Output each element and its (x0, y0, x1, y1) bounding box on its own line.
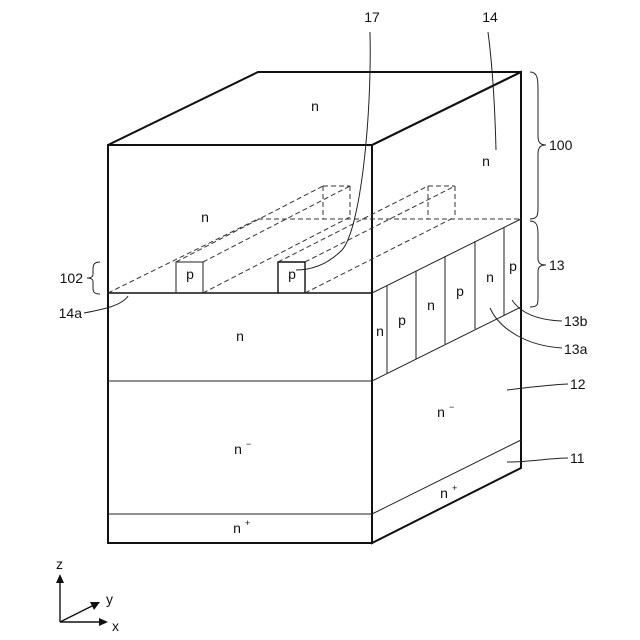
column-p-1: p (398, 312, 406, 328)
column-stripes (387, 227, 504, 374)
leader-14 (488, 32, 496, 150)
region-right-upper-n: n (482, 153, 490, 169)
axis-x-label: x (112, 618, 119, 634)
label-17: 17 (364, 9, 380, 25)
axis-y-arrow (60, 604, 96, 622)
region-right-n-minus: n − (437, 402, 454, 420)
label-14: 14 (482, 9, 498, 25)
svg-text:n: n (233, 520, 241, 536)
svg-text:−: − (246, 439, 251, 449)
right-boundary-bottom-13 (372, 307, 521, 381)
label-13: 13 (549, 257, 565, 273)
axes-indicator: z y x (56, 556, 119, 634)
region-trench1-p: p (186, 266, 194, 282)
region-front-middle-n: n (236, 328, 244, 344)
column-p-3: p (509, 258, 517, 274)
bracket-100 (530, 72, 546, 219)
leader-11 (507, 458, 568, 462)
column-p-2: p (456, 283, 464, 299)
box-right-face (372, 72, 521, 543)
svg-text:n: n (234, 441, 242, 457)
svg-text:−: − (449, 402, 454, 412)
region-front-upper-n: n (201, 209, 209, 225)
right-boundary-top-13 (372, 219, 521, 293)
svg-text:+: + (452, 483, 457, 493)
leader-13b (512, 300, 562, 321)
p-trench-2 (278, 186, 455, 293)
svg-text:n: n (437, 404, 445, 420)
label-11: 11 (570, 450, 585, 466)
label-13b: 13b (564, 313, 588, 329)
leader-12 (507, 384, 568, 390)
leader-14a (84, 296, 128, 313)
hidden-plane-left-edge (108, 219, 258, 293)
label-102: 102 (60, 270, 84, 286)
label-13a: 13a (564, 341, 588, 357)
axis-z-label: z (56, 556, 63, 572)
label-14a: 14a (59, 305, 83, 321)
region-front-n-minus: n − (234, 439, 251, 457)
region-trench2-p: p (288, 266, 296, 282)
right-boundary-11 (372, 440, 521, 514)
label-12: 12 (570, 376, 586, 392)
p-trench-1 (176, 186, 350, 293)
column-n-1: n (376, 323, 384, 339)
axis-y-label: y (106, 591, 113, 607)
box-front-face (108, 145, 372, 543)
leader-13a (490, 308, 562, 348)
label-100: 100 (549, 137, 573, 153)
column-n-2: n (427, 297, 435, 313)
svg-text:n: n (440, 485, 448, 501)
region-top-n: n (311, 98, 319, 114)
column-n-3: n (486, 269, 494, 285)
region-right-n-plus: n + (440, 483, 457, 501)
bracket-102 (87, 262, 100, 294)
region-front-n-plus: n + (233, 518, 250, 536)
bracket-13 (530, 221, 546, 307)
svg-text:+: + (245, 518, 250, 528)
